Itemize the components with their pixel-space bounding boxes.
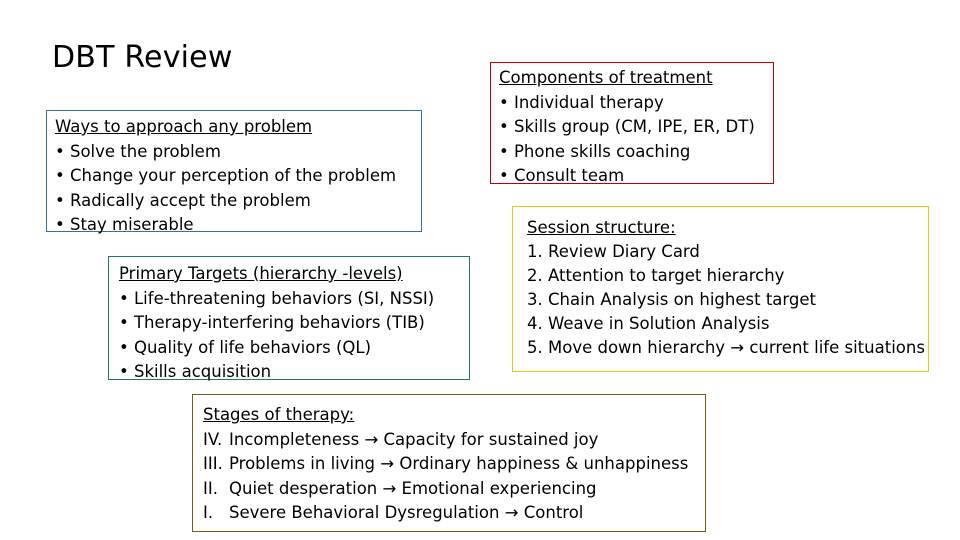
stage-number: I. xyxy=(203,503,214,522)
stage-row: I. Severe Behavioral Dysregulation → Cont… xyxy=(203,501,695,526)
components-of-treatment-box: Components of treatment • Individual the… xyxy=(490,62,774,185)
ways-item-1: • Solve the problem xyxy=(55,141,221,161)
primary-item-4: • Skills acquisition xyxy=(119,362,272,381)
session-structure-box: Session structure: 1. Review Diary Card … xyxy=(512,206,929,372)
primary-item-2: • Therapy-interfering behaviors (TIB) xyxy=(119,313,425,332)
stages-of-therapy-box: Stages of therapy: IV. Incompleteness → C… xyxy=(192,394,706,532)
stage-text: Incompleteness → Capacity for sustained … xyxy=(229,429,599,449)
ways-item-3: • Radically accept the problem xyxy=(55,190,311,210)
stage-number: II. xyxy=(203,478,218,498)
stage-text: Problems in living → Ordinary happiness … xyxy=(229,454,689,473)
stage-row: IV. Incompleteness → Capacity for sustain… xyxy=(203,428,695,453)
session-item-3: 3. Chain Analysis on highest target xyxy=(527,290,816,309)
components-item-3: • Phone skills coaching xyxy=(499,141,691,161)
primary-item-3: • Quality of life behaviors (QL) xyxy=(119,337,372,357)
ways-item-4: • Stay miserable xyxy=(55,215,194,234)
stage-number: III. xyxy=(203,454,223,473)
components-header: Components of treatment xyxy=(499,68,713,87)
session-item-2: 2. Attention to target hierarchy xyxy=(527,266,785,285)
stage-number: IV. xyxy=(203,429,223,449)
primary-item-1: • Life-threatening behaviors (SI, NSSI) xyxy=(119,288,435,308)
stage-text: Severe Behavioral Dysregulation → Contro… xyxy=(229,503,584,522)
stage-row: III. Problems in living → Ordinary happin… xyxy=(203,452,695,477)
components-item-1: • Individual therapy xyxy=(499,92,664,112)
session-structure-header: Session structure: xyxy=(527,218,676,237)
session-item-1: 1. Review Diary Card xyxy=(527,242,700,261)
stage-text: Quiet desperation → Emotional experienci… xyxy=(229,478,597,498)
stage-row: II. Quiet desperation → Emotional experie… xyxy=(203,477,695,502)
components-item-2: • Skills group (CM, IPE, ER, DT) xyxy=(499,117,755,136)
primary-targets-header: Primary Targets (hierarchy -levels) xyxy=(119,264,403,283)
components-item-4: • Consult team xyxy=(499,166,625,185)
page-title: DBT Review xyxy=(52,40,233,75)
stages-header: Stages of therapy: xyxy=(203,405,355,424)
ways-item-2: • Change your perception of the problem xyxy=(55,166,397,185)
session-item-5: 5. Move down hierarchy → current life si… xyxy=(527,338,925,357)
ways-to-approach-box: Ways to approach any problem • Solve the… xyxy=(46,110,422,234)
ways-to-approach-header: Ways to approach any problem xyxy=(55,117,313,136)
primary-targets-box: Primary Targets (hierarchy -levels) • Li… xyxy=(108,256,470,381)
session-item-4: 4. Weave in Solution Analysis xyxy=(527,314,770,333)
